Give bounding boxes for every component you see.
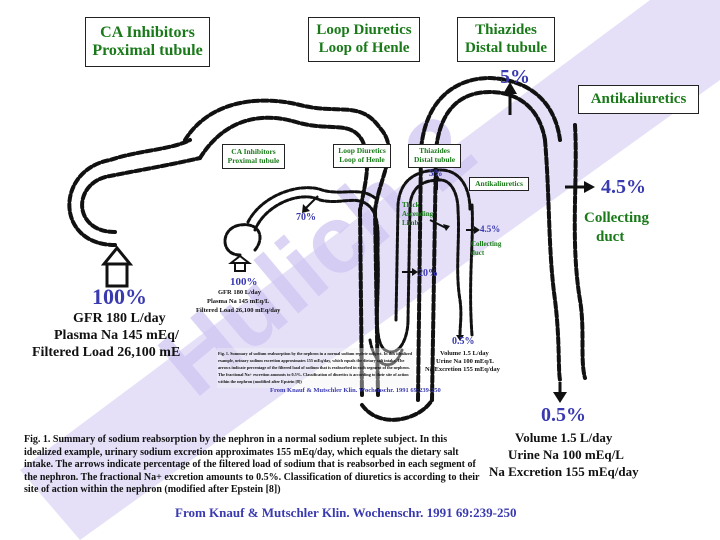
small-figure-caption: Fig. 1. Summary of sodium reabsorption b… [218,351,413,384]
small-distal-tubule [456,208,463,337]
small-duct-label: duct [471,249,485,257]
small-arrow-70pct [305,195,319,209]
small-source-citation: From Knauf & Mutschler Klin. Wochenschr.… [270,387,441,394]
large-loop-bottom [360,398,434,422]
distal-tubule-label: Distal tubule [464,39,548,56]
small-loop-of-henle-label: Loop of Henle [339,155,385,164]
proximal-tubule-label: Proximal tubule [92,42,203,59]
small-5pct-value: 5% [429,168,443,178]
small-collecting-label: Collecting [471,240,502,248]
small-arrow-4-5pct-head [474,226,480,234]
small-limb-label: Limb [402,219,419,227]
small-urine-value: Urine Na 100 mEq/L [436,358,494,365]
small-thiazides-label: Thiazides [419,146,450,156]
large-collecting-label: Collecting [584,210,649,226]
large-0-5pct-value: 0.5% [541,404,586,426]
small-collecting-duct [469,203,474,337]
loop-diuretics-box: Loop Diuretics Loop of Henle [308,17,420,62]
large-plasma-value: Plasma Na 145 mEq/ [54,328,179,343]
large-ascending-limb-inner [416,75,562,402]
small-proximal-tubule-label: Proximal tubule [227,155,280,165]
small-70pct-value: 70% [296,212,316,223]
large-proximal-tubule-inner [198,115,370,212]
large-volume-value: Volume 1.5 L/day [515,430,613,445]
large-gfr-value: GFR 180 L/day [73,311,166,326]
small-arrow-0-5pct-head [456,335,464,341]
source-citation: From Knauf & Mutschler Klin. Wochenschr.… [175,505,517,520]
small-loop-diuretics-box: Loop Diuretics Loop of Henle [333,144,391,168]
large-4-5pct-value: 4.5% [601,176,646,198]
small-gfr-value: GFR 180 L/day [218,289,261,296]
large-arrow-5pct-head [503,82,517,94]
large-entry-arrow-stem [105,262,129,288]
small-ca-inhibitors-label: CA Inhibitors [231,146,276,156]
small-ca-inhibitors-box: CA Inhibitors Proximal tubule [222,144,285,169]
small-thiazides-box: Thiazides Distal tubule [408,144,461,168]
small-arrow-5pct-head [433,174,441,181]
antikaliuretics-label: Antikaliuretics [590,90,687,107]
large-descending-limb-inner [358,208,364,397]
thiazides-label: Thiazides [475,22,537,39]
small-20pct-value: 20% [418,268,438,279]
small-antikaliuretics-label: Antikaliuretics [475,178,523,188]
large-excretion-value: Na Excretion 155 mEq/day [489,464,639,479]
large-glomerulus-capsule-inner [80,156,202,234]
large-5pct-value: 5% [500,66,530,88]
loop-diuretics-label: Loop Diuretics [316,22,412,39]
small-caption-block-bg [217,348,414,388]
large-arrow-4-5pct-head [584,181,595,193]
small-ascending-label: Ascending [402,210,434,218]
small-plasma-value: Plasma Na 145 mEq/L [207,298,270,305]
small-distal-tubule-label: Distal tubule [413,155,456,164]
small-filtered-value: Filtered Load 26,100 mEq/day [196,307,281,314]
loop-of-henle-label: Loop of Henle [318,39,410,56]
small-proximal-tubule-inner [246,186,377,224]
ca-inhibitors-box: CA Inhibitors Proximal tubule [85,17,210,67]
large-collecting-duct [572,123,587,380]
large-100pct-value: 100% [92,284,147,309]
small-loop-bottom [368,338,404,367]
large-urine-value: Urine Na 100 mEq/L [508,447,624,462]
large-filtered-value: Filtered Load 26,100 mE [32,345,181,360]
figure-caption: Fig. 1. Summary of sodium reabsorption b… [24,434,480,495]
small-ascending-limb-inner [394,168,472,322]
small-loop-diuretics-label: Loop Diuretics [338,146,386,156]
large-ascending-limb [430,89,547,402]
large-glomerulus-capsule [67,138,192,247]
small-glomerulus-capsule [223,223,262,257]
small-descending-limb [375,253,410,354]
large-arrow-0-5pct-head [553,392,567,403]
small-proximal-tubule [253,195,380,257]
large-duct-label: duct [596,229,625,245]
small-thick-label: Thick [402,201,420,209]
small-volume-value: Volume 1.5 L/day [440,350,489,357]
small-100pct-value: 100% [230,276,258,288]
thiazides-box: Thiazides Distal tubule [457,17,555,62]
small-arrow-thick-limb-head [443,224,450,231]
small-entry-arrow-head [228,254,252,264]
small-4-5pct-value: 4.5% [480,224,501,234]
small-arrow-20pct-head [412,268,418,276]
small-excretion-value: Na Excretion 155 mEq/day [425,366,500,373]
antikaliuretics-box: Antikaliuretics [578,85,699,114]
ca-inhibitors-label: CA Inhibitors [100,23,195,41]
small-arrow-thick-limb [429,219,447,229]
small-arrow-70pct-head [302,204,310,213]
large-distal-to-collecting [543,138,562,382]
small-antikaliuretics-box: Antikaliuretics [469,177,529,191]
small-0-5pct-value: 0.5% [452,336,475,347]
